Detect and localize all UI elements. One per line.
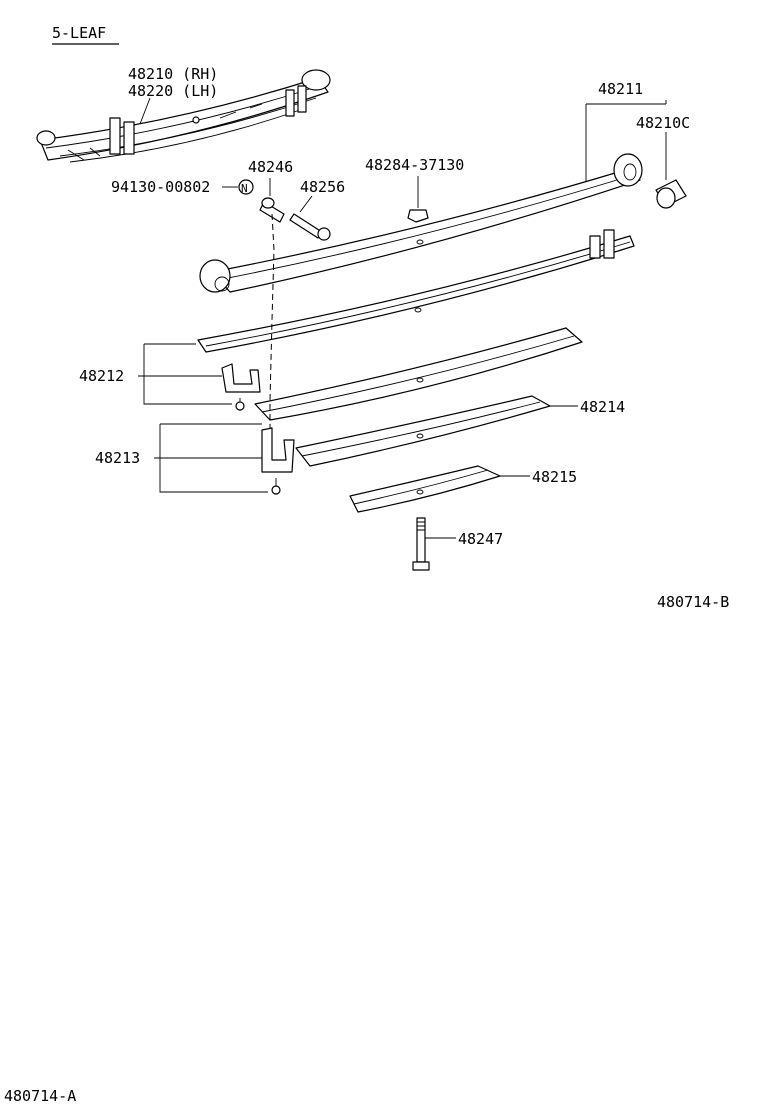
callout-48284-37130: 48284-37130 — [365, 156, 464, 174]
figure-code: 480714-B — [657, 593, 729, 611]
bracket-48213 — [154, 423, 268, 493]
callout-48256: 48256 — [300, 178, 345, 196]
leaf-2 — [197, 229, 635, 353]
clip-48213 — [261, 427, 295, 495]
washer-symbol: N — [241, 182, 248, 195]
callout-48214: 48214 — [580, 398, 625, 416]
main-leaf-48211 — [199, 153, 643, 293]
pin-48246 — [259, 197, 285, 223]
spring-assembly-drawing — [36, 69, 331, 163]
leader-assy — [139, 97, 151, 125]
callout-48210-rh: 48210 (RH) — [128, 65, 218, 83]
callout-48213: 48213 — [95, 449, 140, 467]
bracket-48211 — [585, 100, 667, 182]
callout-48247: 48247 — [458, 530, 503, 548]
leaf-3 — [254, 327, 583, 421]
callout-48211: 48211 — [598, 80, 643, 98]
washer-94130-00802: N — [238, 179, 254, 195]
bolt-48256 — [289, 213, 331, 241]
leaf-5-48215 — [349, 465, 501, 513]
bracket-48212 — [138, 343, 232, 405]
callout-48215: 48215 — [532, 468, 577, 486]
nut-48284-37130 — [407, 209, 429, 223]
callout-48210c: 48210C — [636, 114, 690, 132]
footer-code: 480714-A — [4, 1087, 76, 1105]
callout-48212: 48212 — [79, 367, 124, 385]
callout-48220-lh: 48220 (LH) — [128, 82, 218, 100]
callout-48246: 48246 — [248, 158, 293, 176]
clip-48212 — [221, 363, 261, 411]
callout-94130-00802: 94130-00802 — [111, 178, 210, 196]
bushing-48210c — [655, 179, 687, 209]
leader-48256 — [299, 195, 313, 213]
center-bolt-48247 — [412, 517, 430, 571]
header-label: 5-LEAF — [52, 24, 106, 42]
